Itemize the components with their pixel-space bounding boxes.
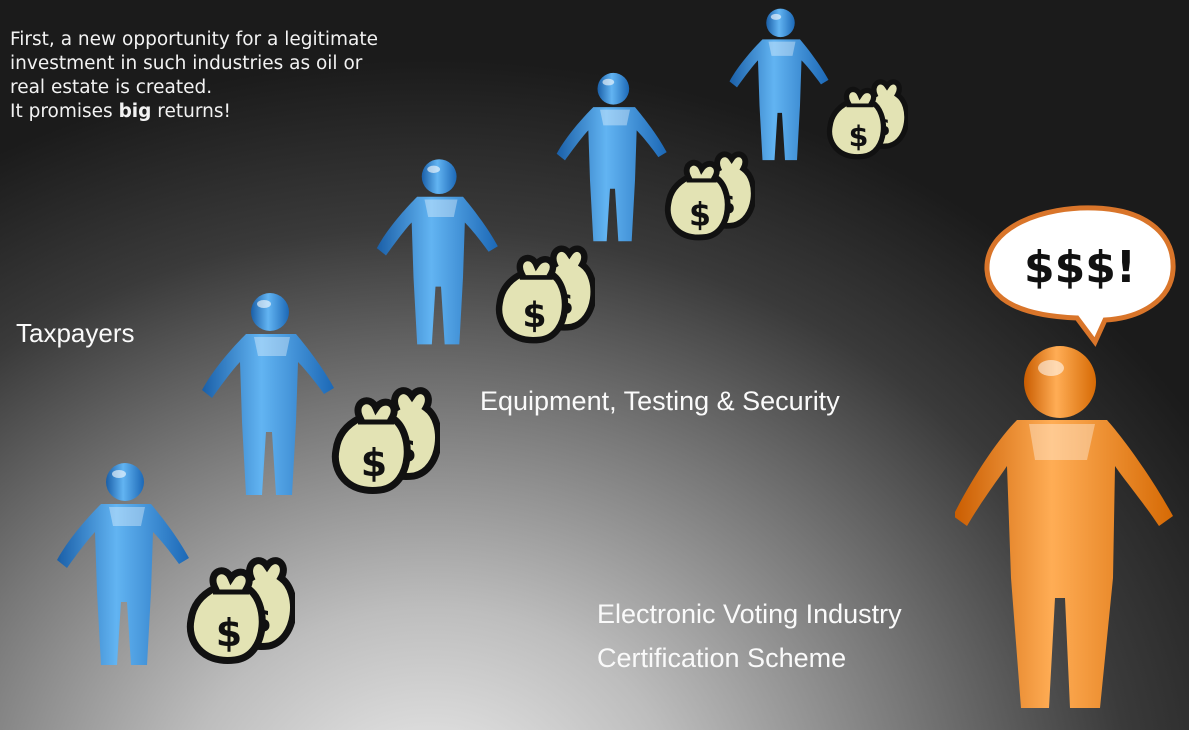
intro-line-4-end: returns!	[151, 101, 231, 122]
taxpayer-figure: $ $	[556, 72, 755, 242]
blue-person	[57, 463, 189, 665]
dollar-sign-icon: $	[689, 197, 711, 233]
intro-line-3: real estate is created.	[10, 77, 213, 98]
blue-person	[729, 8, 829, 161]
taxpayer-figure: $ $	[376, 159, 595, 345]
taxpayer-figure: $ $	[202, 293, 440, 495]
intro-line-4: It promises big returns!	[10, 100, 530, 124]
industry-figure: $$$!	[955, 205, 1176, 708]
speech-bubble-text: $$$!	[1024, 242, 1136, 293]
dollar-sign-icon: $	[361, 441, 387, 485]
industry-label-line-2: Certification Scheme	[597, 643, 847, 673]
intro-line-4-start: It promises	[10, 101, 119, 122]
industry-label-line-1: Electronic Voting Industry	[597, 599, 902, 629]
intro-text: First, a new opportunity for a legitimat…	[10, 28, 530, 124]
money-bag-front: $	[495, 254, 569, 344]
money-bag-front: $	[664, 159, 731, 241]
money-bag-front: $	[331, 397, 411, 494]
intro-line-1: First, a new opportunity for a legitimat…	[10, 29, 379, 50]
blue-person	[556, 72, 667, 242]
speech-bubble: $$$!	[984, 205, 1176, 347]
taxpayer-figure: $ $	[57, 463, 295, 665]
orange-person	[955, 346, 1173, 708]
blue-person	[376, 159, 498, 345]
blue-person	[202, 293, 334, 495]
taxpayer-figure: $ $	[729, 8, 908, 161]
intro-emphasis: big	[118, 101, 152, 122]
equipment-label: Equipment, Testing & Security	[480, 386, 840, 416]
taxpayers-label: Taxpayers	[16, 318, 135, 348]
money-bag-front: $	[826, 86, 886, 160]
money-bag-front: $	[186, 567, 266, 664]
dollar-sign-icon: $	[216, 611, 242, 655]
industry-label: Electronic Voting Industry Certification…	[597, 592, 902, 680]
dollar-sign-icon: $	[522, 296, 546, 336]
intro-line-2: investment in such industries as oil or	[10, 53, 363, 74]
dollar-sign-icon: $	[849, 120, 869, 153]
